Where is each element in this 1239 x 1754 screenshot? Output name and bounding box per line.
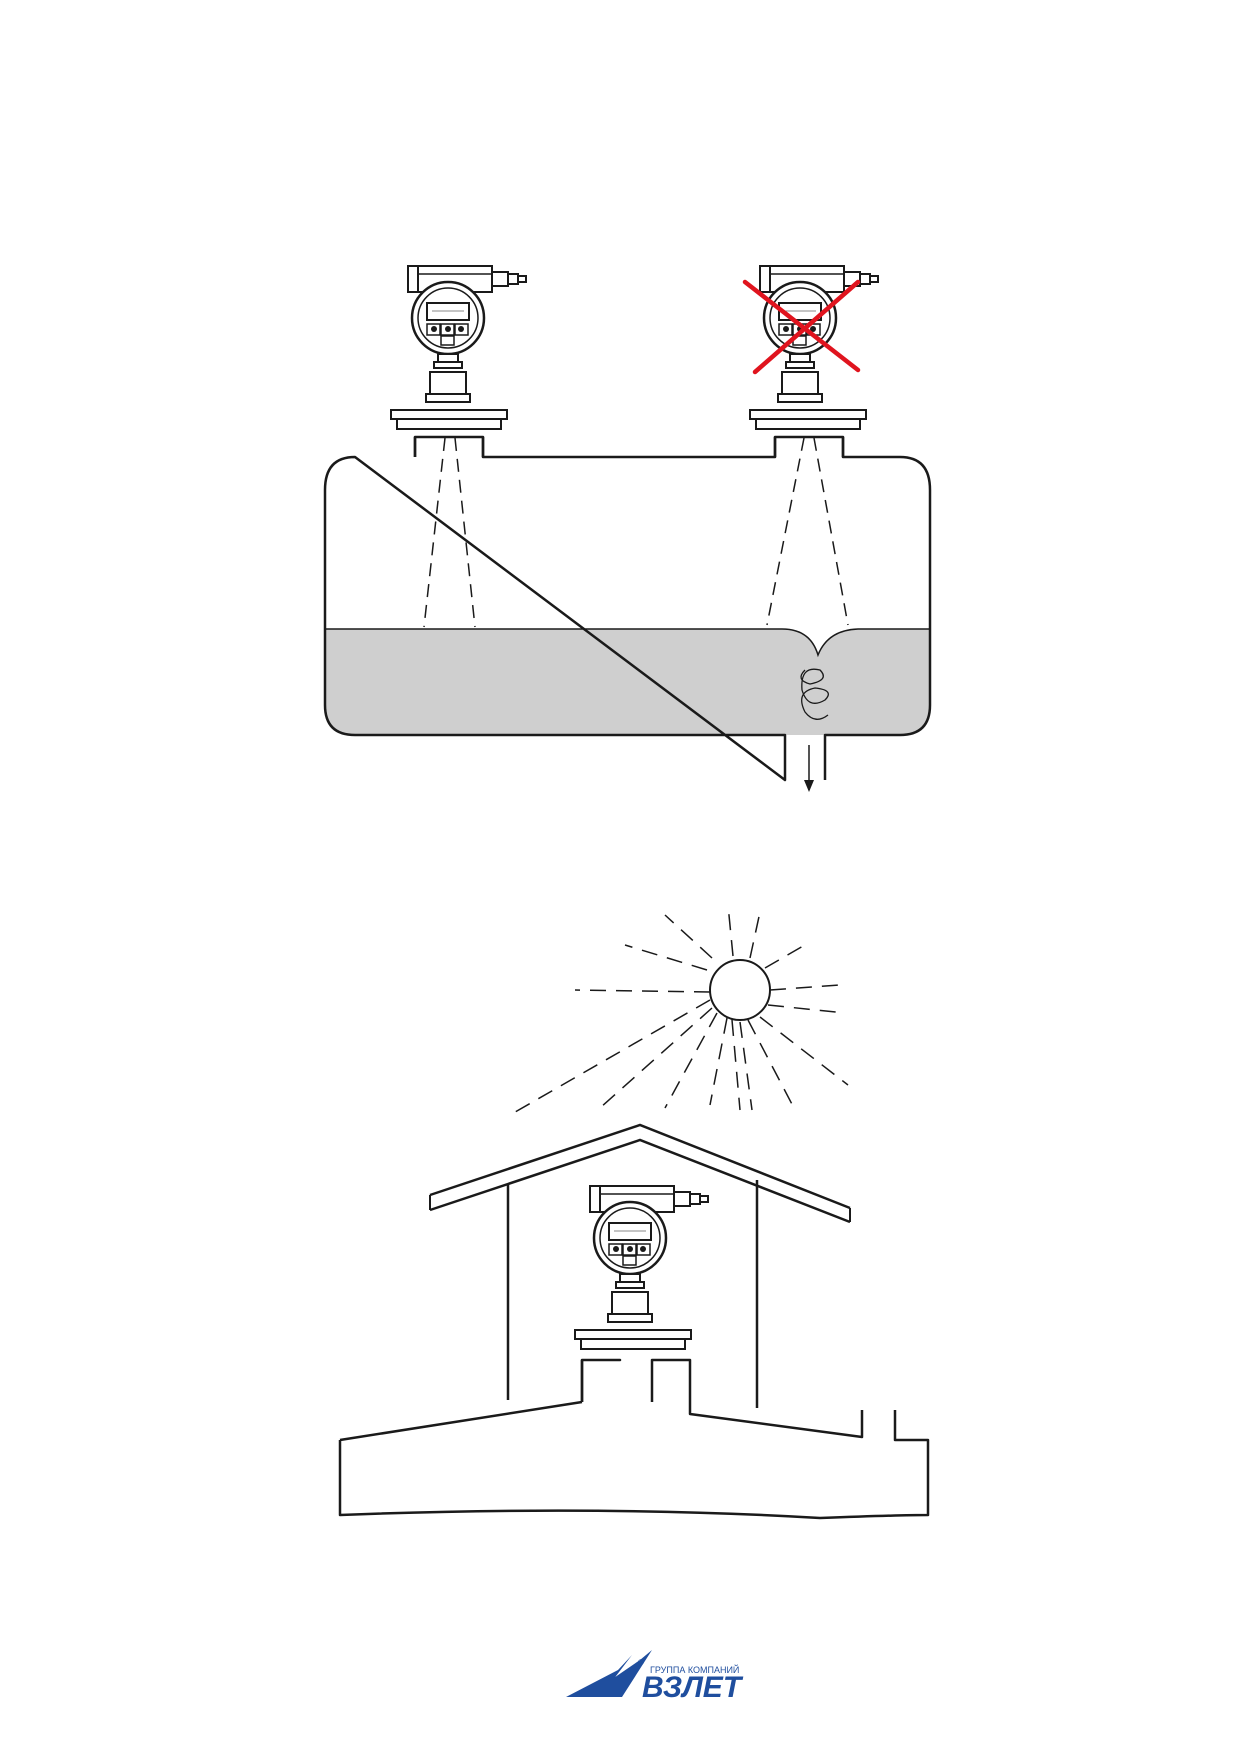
- logo-name: ВЗЛЕТ: [642, 1671, 744, 1704]
- sun-icon: [709, 959, 771, 1021]
- shelter-roof: [429, 1123, 851, 1224]
- tank-top-outline: [338, 1358, 930, 1520]
- liquid-fill: [325, 628, 930, 735]
- forbidden-cross-mark: [742, 279, 861, 375]
- vortex-swirl: [800, 668, 829, 720]
- beam-right-b: [813, 437, 849, 626]
- sun-rays: [509, 904, 849, 1116]
- logo-wing-icon: [566, 1650, 652, 1697]
- logo-group-label: ГРУППА КОМПАНИЙ: [650, 1664, 739, 1675]
- beam-right-a: [766, 437, 805, 626]
- logo-registered-mark: ®: [638, 1658, 644, 1667]
- tank-diagram: [323, 264, 932, 792]
- sun-shelter-diagram: [338, 904, 930, 1520]
- level-gauge-sheltered: [574, 1184, 710, 1350]
- company-logo: ГРУППА КОМПАНИЙ ® ВЗЛЕТ: [566, 1650, 744, 1704]
- level-gauge-incorrect: [749, 264, 880, 430]
- level-gauge-correct: [390, 264, 528, 430]
- liquid-surface: [325, 628, 930, 658]
- outlet-arrow: [804, 780, 814, 792]
- tank-body: [323, 435, 932, 782]
- beam-left-a: [423, 437, 446, 628]
- beam-left-b: [454, 437, 476, 628]
